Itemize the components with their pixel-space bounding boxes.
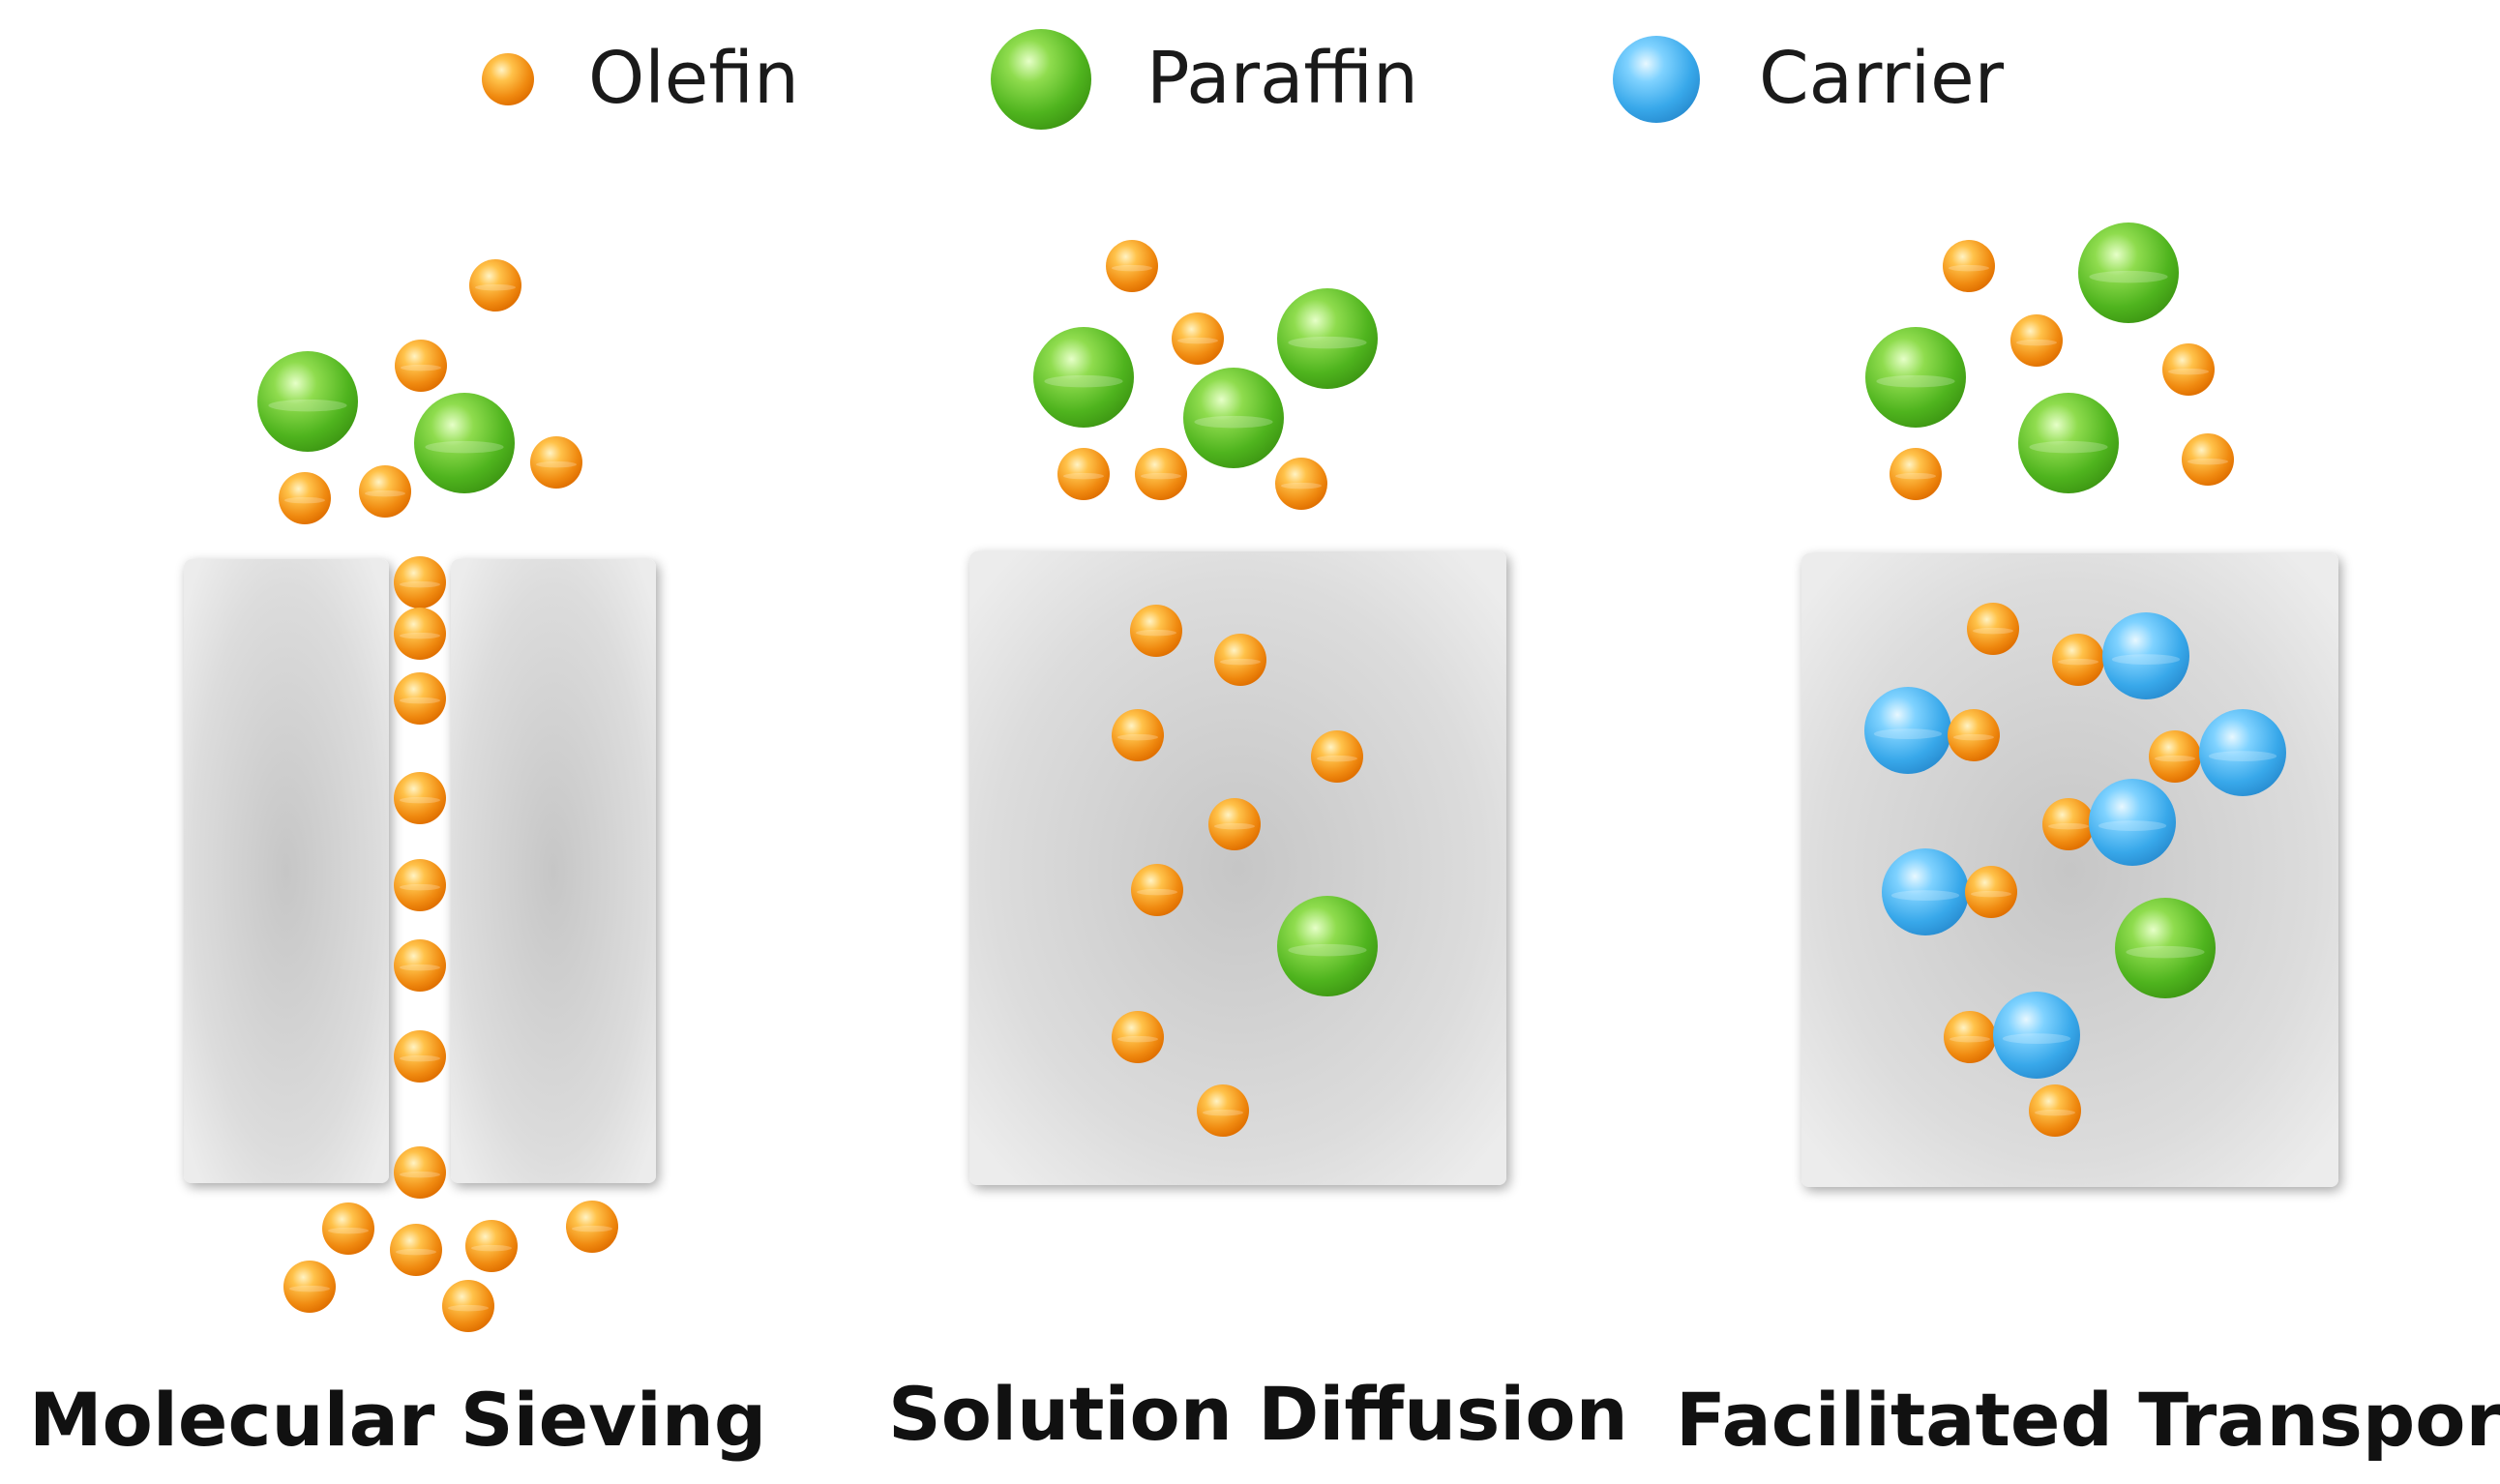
olefin-molecule xyxy=(2162,343,2215,396)
olefin-legend-label: Olefin xyxy=(588,37,799,120)
molecular-sieving-panel: Molecular Sieving xyxy=(29,259,766,1463)
olefin-molecule xyxy=(2010,314,2063,367)
olefin-molecule xyxy=(1214,634,1266,686)
olefin-molecule xyxy=(394,1030,446,1083)
paraffin-molecule xyxy=(1277,896,1378,996)
paraffin-molecule xyxy=(1033,327,1134,428)
paraffin-molecule xyxy=(1183,368,1284,468)
facilitated-transport-panel: Facilitated Transport xyxy=(1676,223,2500,1463)
paraffin-molecule xyxy=(1277,288,1378,389)
olefin-molecule xyxy=(465,1220,518,1272)
olefin-molecule xyxy=(394,608,446,660)
olefin-molecule xyxy=(469,259,521,312)
paraffin-molecule xyxy=(2078,223,2179,323)
olefin-molecule xyxy=(1967,603,2019,655)
olefin-molecule xyxy=(394,772,446,824)
paraffin-molecule xyxy=(257,351,358,452)
olefin-molecule xyxy=(279,472,331,524)
carrier-molecule xyxy=(1993,992,2080,1079)
paraffin-molecule xyxy=(414,393,515,493)
molecules xyxy=(1033,240,1378,1137)
paraffin-molecule xyxy=(1865,327,1966,428)
olefin-molecule xyxy=(1106,240,1158,292)
carrier-molecule xyxy=(2102,612,2189,699)
olefin-molecule xyxy=(1135,448,1187,500)
paraffin-legend-label: Paraffin xyxy=(1146,37,1418,120)
olefin-molecule xyxy=(394,859,446,911)
molecules xyxy=(1864,223,2286,1137)
carrier-molecule xyxy=(1864,687,1951,774)
olefin-molecule xyxy=(1112,1011,1164,1063)
olefin-molecule xyxy=(394,672,446,725)
olefin-molecule xyxy=(1197,1084,1249,1137)
olefin-molecule xyxy=(394,556,446,608)
solution-diffusion-title: Solution Diffusion xyxy=(888,1371,1628,1457)
olefin-molecule xyxy=(566,1201,618,1253)
olefin-molecule xyxy=(2029,1084,2081,1137)
olefin-legend-marker xyxy=(482,53,534,105)
olefin-molecule xyxy=(1112,709,1164,761)
carrier-molecule xyxy=(2089,779,2176,866)
olefin-molecule xyxy=(1131,864,1183,916)
olefin-molecule xyxy=(2182,433,2234,486)
membrane-block-right xyxy=(451,559,656,1183)
olefin-molecule xyxy=(1944,1011,1996,1063)
olefin-molecule xyxy=(1208,798,1261,850)
paraffin-molecule xyxy=(2018,393,2119,493)
olefin-molecule xyxy=(283,1261,336,1313)
olefin-molecule xyxy=(395,340,447,392)
olefin-molecule xyxy=(1130,605,1182,657)
paraffin-molecule xyxy=(2115,898,2216,998)
facilitated-transport-title: Facilitated Transport xyxy=(1676,1377,2500,1463)
olefin-molecule xyxy=(1948,709,2000,761)
carrier-molecule xyxy=(2199,709,2286,796)
membrane-block-left xyxy=(184,559,389,1183)
olefin-molecule xyxy=(2052,634,2104,686)
olefin-molecule xyxy=(1275,458,1327,510)
olefin-molecule xyxy=(2042,798,2095,850)
olefin-molecule xyxy=(1172,312,1224,365)
olefin-molecule xyxy=(442,1280,494,1332)
olefin-molecule xyxy=(2149,730,2201,783)
olefin-molecule xyxy=(1890,448,1942,500)
olefin-molecule xyxy=(1965,866,2017,918)
paraffin-legend-marker xyxy=(991,29,1091,130)
carrier-legend-marker xyxy=(1613,36,1700,123)
carrier-legend-label: Carrier xyxy=(1759,37,2005,120)
membrane-block xyxy=(969,551,1506,1185)
carrier-molecule xyxy=(1882,848,1969,935)
legend: Olefin Paraffin Carrier xyxy=(482,29,2005,130)
olefin-molecule xyxy=(1311,730,1363,783)
molecules xyxy=(257,259,618,1332)
olefin-molecule xyxy=(390,1224,442,1276)
olefin-molecule xyxy=(322,1202,374,1255)
olefin-molecule xyxy=(530,436,582,489)
olefin-molecule xyxy=(394,1146,446,1199)
olefin-molecule xyxy=(1943,240,1995,292)
olefin-molecule xyxy=(1057,448,1110,500)
solution-diffusion-panel: Solution Diffusion xyxy=(888,240,1628,1457)
molecular-sieving-title: Molecular Sieving xyxy=(29,1377,766,1463)
olefin-molecule xyxy=(359,465,411,518)
olefin-molecule xyxy=(394,939,446,992)
